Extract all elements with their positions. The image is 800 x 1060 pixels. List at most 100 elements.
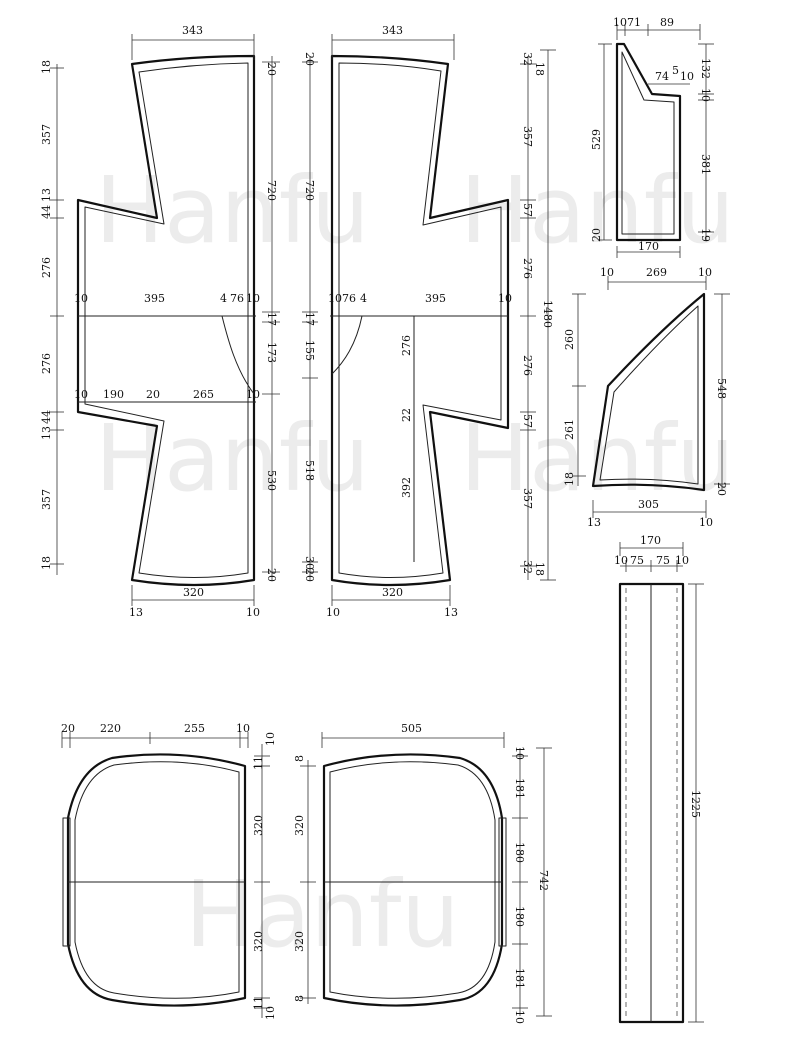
dim-label: 265 [193, 388, 214, 401]
band-panel: 170 10 75 75 10 1225 [614, 534, 704, 1024]
dim-label: 89 [660, 16, 674, 29]
left-body-curve-line [221, 315, 255, 395]
dim-label: 548 [715, 378, 728, 399]
dim-label: 20 [265, 568, 278, 582]
dim-label: 10 [614, 554, 628, 567]
watermark: Hanfu [95, 157, 370, 264]
dim-label: 10 [513, 746, 526, 760]
dim-label: 20 [715, 482, 728, 496]
dim-label: 181 [513, 968, 526, 989]
dim-label: 10 [246, 606, 260, 619]
dim-label: 10 [246, 388, 260, 401]
dim-label: 13 [129, 606, 143, 619]
dim-label: 357 [521, 488, 534, 509]
dim-label: 17 [303, 312, 316, 326]
collar-outline [615, 42, 682, 242]
dim-label: 357 [40, 489, 53, 510]
dim-label: 20 [146, 388, 160, 401]
left-body-seam-line [84, 62, 249, 578]
dim-label: 357 [521, 126, 534, 147]
dim-label: 10 [699, 88, 712, 102]
dim-label: 530 [265, 470, 278, 491]
dim-label: 255 [184, 722, 205, 735]
dim-label: 18 [40, 556, 53, 570]
dim-label: 5 [672, 64, 679, 77]
dim-label: 395 [425, 292, 446, 305]
dim-label: 320 [382, 586, 403, 599]
dim-label: 529 [590, 129, 603, 150]
dim-label: 57 [521, 414, 534, 428]
dim-label: 44 [40, 410, 53, 424]
dim-label: 8 [293, 995, 306, 1002]
collar-panel: 10 71 89 74 5 10 529 20 132 10 381 19 17… [590, 16, 714, 258]
dim-label: 320 [252, 931, 265, 952]
dim-label: 75 [656, 554, 670, 567]
dim-label: 13 [40, 188, 53, 202]
dim-label: 10 [675, 554, 689, 567]
dim-label: 1225 [689, 790, 702, 818]
dim-label: 20 [303, 52, 316, 66]
dim-label: 392 [400, 477, 413, 498]
dim-label: 276 [400, 335, 413, 356]
dim-label: 269 [646, 266, 667, 279]
dim-label: 170 [638, 240, 659, 253]
dim-label: 18 [533, 62, 546, 76]
dim-label: 381 [699, 154, 712, 175]
dim-label: 276 [40, 257, 53, 278]
left-body-panel: 343 320 13 10 18 357 13 44 276 276 44 13… [40, 24, 280, 619]
dim-label: 155 [303, 340, 316, 361]
dim-label: 320 [293, 931, 306, 952]
dim-label: 30 [303, 556, 316, 570]
watermark: Hanfu [460, 157, 735, 264]
dim-label: 357 [40, 124, 53, 145]
dim-label: 32 [521, 560, 534, 574]
dim-label: 76 [342, 292, 356, 305]
dim-label: 20 [265, 62, 278, 76]
dim-label: 4 [220, 292, 227, 305]
dim-label: 180 [513, 906, 526, 927]
dim-label: 320 [183, 586, 204, 599]
dim-label: 180 [513, 842, 526, 863]
dim-label: 320 [252, 815, 265, 836]
dim-label: 343 [382, 24, 403, 37]
gusset-seam-line [599, 305, 699, 485]
dim-label: 32 [521, 52, 534, 66]
dim-label: 132 [699, 58, 712, 79]
dim-label: 4 [360, 292, 367, 305]
dim-label: 181 [513, 778, 526, 799]
dim-label: 10 [698, 266, 712, 279]
left-sleeve-outline [66, 753, 247, 1007]
dim-label: 10 [236, 722, 250, 735]
dim-label: 20 [590, 228, 603, 242]
gusset-outline [591, 292, 706, 492]
watermark: Hanfu [185, 861, 460, 968]
dim-label: 10 [513, 1010, 526, 1024]
dim-label: 10 [264, 1006, 277, 1020]
dim-label: 74 [655, 70, 669, 83]
dim-label: 518 [303, 460, 316, 481]
dim-label: 18 [40, 60, 53, 74]
dim-label: 260 [563, 329, 576, 350]
dim-label: 10 [326, 606, 340, 619]
dim-label: 18 [533, 562, 546, 576]
dim-label: 75 [630, 554, 644, 567]
dim-label: 10 [699, 516, 713, 529]
dim-label: 343 [182, 24, 203, 37]
dim-label: 11 [252, 996, 265, 1010]
dim-label: 57 [521, 203, 534, 217]
dim-label: 20 [61, 722, 75, 735]
dim-label: 320 [293, 815, 306, 836]
dim-label: 276 [40, 353, 53, 374]
right-sleeve-outline [322, 753, 504, 1007]
dim-label: 742 [537, 870, 550, 891]
dim-label: 19 [699, 228, 712, 242]
dim-label: 22 [400, 408, 413, 422]
right-body-panel: 343 320 10 13 20 720 17 155 518 30 20 32… [302, 24, 556, 619]
left-sleeve-seam-line [74, 761, 240, 999]
dim-label: 170 [640, 534, 661, 547]
dim-label: 20 [303, 568, 316, 582]
dim-label: 720 [265, 180, 278, 201]
dim-label: 190 [103, 388, 124, 401]
dim-label: 276 [521, 355, 534, 376]
